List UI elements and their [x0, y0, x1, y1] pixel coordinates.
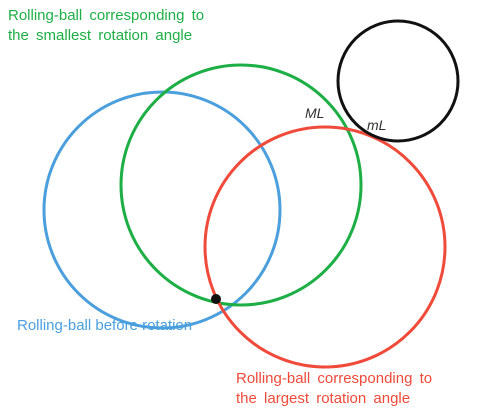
point-label-ML: ML	[305, 105, 325, 121]
label-before-rotation: Rolling-ball before rotation	[17, 317, 193, 334]
label-largest-rotation: Rolling-ball corresponding to the larges…	[236, 369, 432, 409]
label-smallest-line-1: Rolling-ball corresponding to	[8, 7, 205, 24]
point-label-mL: mL	[367, 117, 387, 133]
green-circle-smallest-rotation	[119, 63, 363, 307]
label-smallest-line-2: the smallest rotation angle	[8, 27, 193, 44]
label-smallest-rotation: Rolling-ball corresponding to the smalle…	[8, 6, 204, 46]
red-circle-largest-rotation	[203, 125, 447, 369]
black-circle	[336, 19, 460, 143]
intersection-point	[211, 294, 221, 304]
blue-circle-before-rotation	[42, 90, 282, 330]
label-largest-line-1: Rolling-ball corresponding to	[236, 370, 433, 387]
label-largest-line-2: the largest rotation angle	[236, 390, 411, 407]
